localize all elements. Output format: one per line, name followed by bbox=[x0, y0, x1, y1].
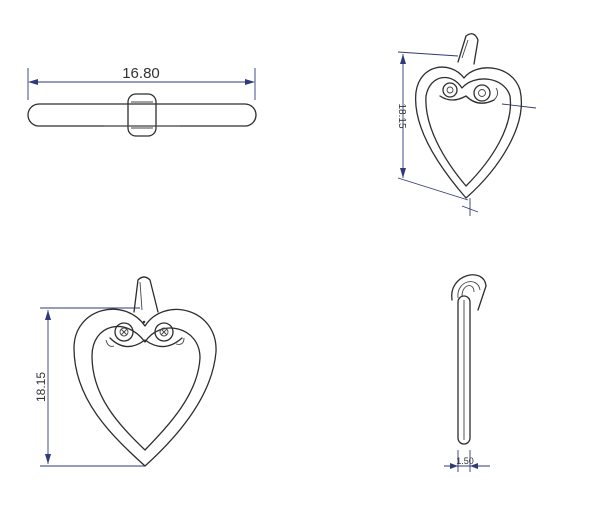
front-view-dimension: 18.15 bbox=[34, 307, 145, 467]
side-view-dimension: 1.50 bbox=[444, 450, 490, 472]
front-view-body bbox=[73, 276, 217, 467]
perspective-view-dimension: 18.15 bbox=[396, 51, 537, 216]
side-view: 1.50 bbox=[444, 274, 490, 472]
side-view-body bbox=[451, 274, 487, 445]
dimension-width-label: 16.80 bbox=[122, 65, 160, 82]
top-view-dimension: 16.80 bbox=[27, 65, 256, 100]
top-view: 16.80 bbox=[27, 65, 257, 137]
front-view: 18.15 bbox=[34, 276, 217, 467]
dimension-thickness-label: 1.50 bbox=[456, 456, 474, 466]
dimension-height-front-label: 18.15 bbox=[34, 372, 48, 402]
perspective-view: 18.15 bbox=[396, 33, 537, 216]
perspective-view-body bbox=[414, 33, 522, 199]
dimension-height-perspective-label: 18.15 bbox=[396, 103, 407, 128]
top-view-body bbox=[27, 93, 257, 137]
